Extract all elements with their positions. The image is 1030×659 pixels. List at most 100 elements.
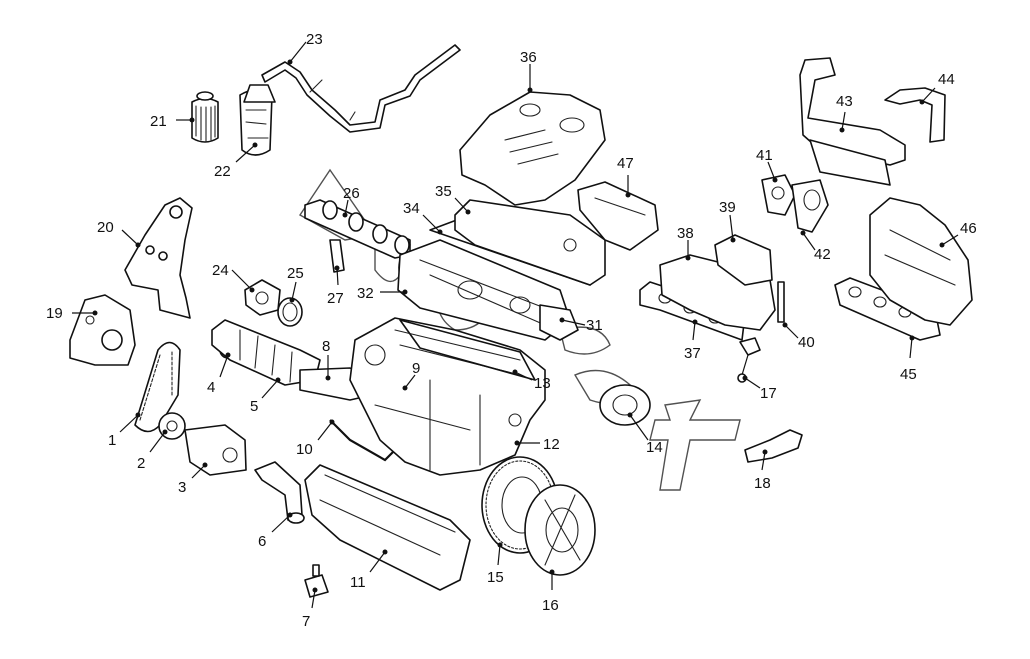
callout-6: 6 [258,512,293,550]
part-19-front-cover [69,294,136,366]
callout-10: 10 [296,419,335,458]
callout-5: 5 [250,377,281,415]
callout-label: 27 [327,290,344,307]
callout-37: 37 [684,319,701,362]
callouts: 1 2 3 4 5 6 7 8 9 10 11 12 13 14 15 16 1… [46,31,977,630]
callout-9: 9 [402,360,420,391]
part-43-egr-cooler [799,57,906,186]
callout-label: 19 [46,305,63,322]
part-44-pipe [884,87,946,143]
part-47-bracket [577,181,659,251]
callout-3: 3 [178,462,208,496]
callout-label: 24 [212,262,229,279]
callout-44: 44 [919,71,955,105]
part-20-rear-cover [124,197,193,319]
part-25-ring [277,297,303,327]
callout-label: 10 [296,441,313,458]
part-45-gasket [834,277,941,341]
callout-41: 41 [756,147,778,183]
callout-label: 32 [357,285,374,302]
callout-label: 4 [207,379,215,396]
callout-45: 45 [900,335,917,383]
callout-13: 13 [512,369,551,392]
part-7-sensor [304,564,329,598]
callout-label: 18 [754,475,771,492]
part-40-glow-plug [777,281,785,323]
callout-label: 8 [322,338,330,355]
callout-8: 8 [322,338,331,381]
callout-38: 38 [677,225,694,261]
callout-label: 45 [900,366,917,383]
callout-25: 25 [287,265,304,303]
callout-19: 19 [46,305,98,322]
callout-label: 2 [137,455,145,472]
callout-label: 15 [487,569,504,586]
part-42-housing [791,179,829,233]
callout-42: 42 [800,230,831,263]
callout-label: 6 [258,533,266,550]
callout-label: 44 [938,71,955,88]
part-17-sensor [737,337,761,383]
callout-label: 35 [435,183,452,200]
callout-label: 9 [412,360,420,377]
callout-label: 46 [960,220,977,237]
callout-label: 39 [719,199,736,216]
callout-4: 4 [207,352,231,396]
callout-label: 36 [520,49,537,66]
part-39-heat-shield [714,234,773,286]
callout-label: 3 [178,479,186,496]
callout-34: 34 [403,200,443,235]
callout-label: 21 [150,113,167,130]
callout-label: 22 [214,163,231,180]
callout-46: 46 [939,220,977,248]
part-11-oil-pan [304,464,471,591]
callout-label: 20 [97,219,114,236]
part-18-fitting [744,429,803,463]
callout-label: 12 [543,436,560,453]
part-1-timing-chain [134,341,181,433]
part-21-oil-filter [191,91,219,143]
callout-47: 47 [617,155,634,198]
part-16-clutch [524,484,596,576]
callout-32: 32 [357,285,408,302]
callout-27: 27 [327,265,344,307]
callout-35: 35 [435,183,471,215]
callout-18: 18 [754,449,771,492]
callout-24: 24 [212,262,255,293]
callout-39: 39 [719,199,736,243]
part-13-head-gasket [399,319,536,381]
callout-label: 34 [403,200,420,217]
callout-label: 14 [646,439,663,456]
callout-14: 14 [627,412,663,456]
callout-label: 37 [684,345,701,362]
callout-label: 42 [814,246,831,263]
callout-label: 16 [542,597,559,614]
callout-label: 7 [302,613,310,630]
part-3-oil-pump [184,424,247,476]
callout-2: 2 [137,429,168,472]
callout-label: 13 [534,375,551,392]
part-27-sensor [329,239,345,273]
part-12-engine-block [349,317,546,476]
callout-label: 38 [677,225,694,242]
part-22-filter-housing [239,84,276,156]
callout-26: 26 [342,185,360,218]
part-23-pipe [261,44,461,133]
callout-40: 40 [782,322,815,351]
callout-label: 5 [250,398,258,415]
callout-11: 11 [350,549,388,591]
callout-7: 7 [302,587,318,630]
callout-22: 22 [214,142,258,180]
callout-label: 26 [343,185,360,202]
callout-label: 11 [350,574,366,591]
callout-17: 17 [742,375,777,402]
part-31-unit [539,304,579,341]
callout-label: 41 [756,147,773,164]
part-46-intake-manifold [869,197,973,326]
part-26-camshaft [304,199,411,259]
part-14-seal [599,384,651,426]
callout-label: 40 [798,334,815,351]
callout-43: 43 [836,93,853,133]
callout-label: 23 [306,31,323,48]
callout-label: 25 [287,265,304,282]
